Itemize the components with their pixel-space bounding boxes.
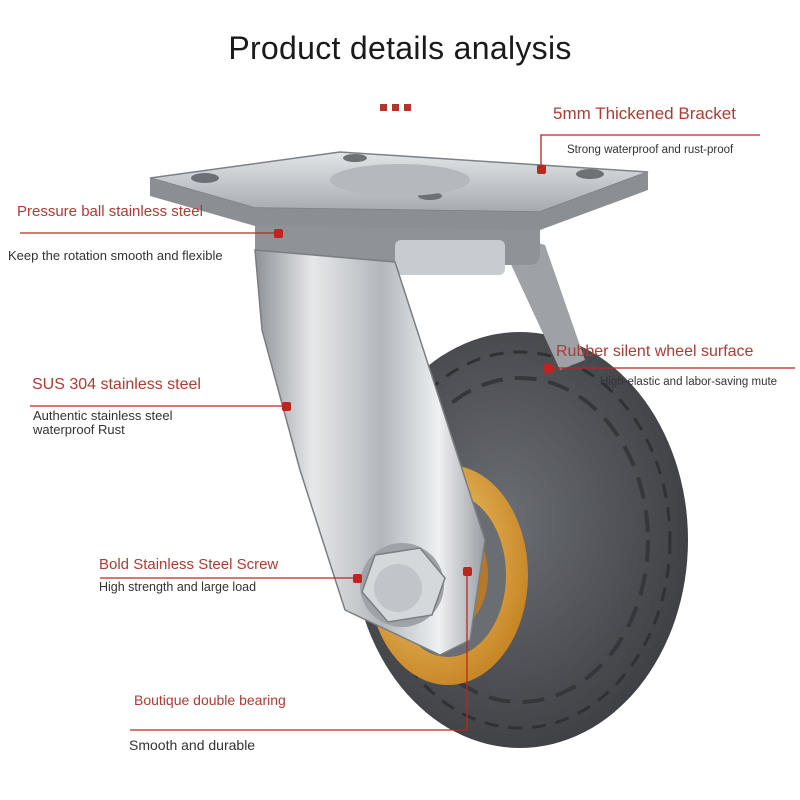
bracket-label: 5mm Thickened Bracket (553, 104, 736, 123)
marker-bracket (537, 165, 546, 174)
mounting-plate (149, 151, 649, 230)
screw-label: Bold Stainless Steel Screw (99, 556, 279, 573)
marker-ball (274, 229, 283, 238)
sus-desc-line1: Authentic stainless steel (33, 408, 173, 423)
ball-desc: Keep the rotation smooth and flexible (8, 248, 223, 263)
screw-desc: High strength and large load (99, 580, 257, 594)
ball-label: Pressure ball stainless steel (17, 203, 203, 220)
marker-rubber (544, 364, 553, 373)
leader-lines (20, 134, 795, 731)
title-divider-dots (380, 98, 420, 111)
marker-bearing (463, 567, 472, 576)
bearing-desc: Smooth and durable (129, 737, 256, 753)
rubber-label: Rubber silent wheel surface (556, 343, 754, 360)
sus-label: SUS 304 stainless steel (32, 376, 201, 393)
marker-sus (282, 402, 291, 411)
rubber-desc: High-elastic and labor-saving mute (600, 376, 778, 388)
page-title: Product details analysis (228, 30, 572, 66)
bearing-label: Boutique double bearing (134, 692, 286, 708)
axle-screw (360, 543, 446, 627)
sus-desc-line2: waterproof Rust (33, 422, 125, 437)
bracket-desc: Strong waterproof and rust-proof (567, 144, 734, 156)
swivel-ring (395, 240, 505, 275)
marker-screw (353, 574, 362, 583)
